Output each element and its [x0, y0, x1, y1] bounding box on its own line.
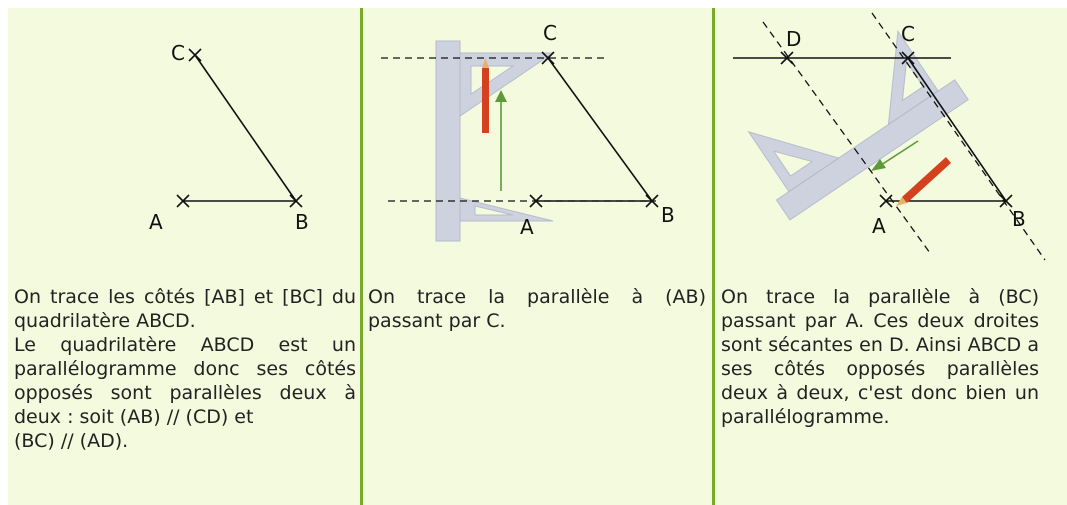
- line-bc: [871, 12, 1046, 261]
- panel-step-3: D C A B On trace la parallèle à (BC) pas…: [715, 8, 1067, 505]
- arrow-down-left-icon: [871, 159, 886, 171]
- caption-step-1: On trace les côtés [AB] et [BC] du quadr…: [14, 285, 356, 453]
- pencil-tip: [896, 197, 907, 206]
- segment-bc: [547, 57, 653, 202]
- caption-line: On trace la parallèle à (BC) passant par…: [721, 286, 1039, 428]
- label-b: B: [661, 203, 675, 227]
- label-c: C: [171, 41, 185, 65]
- ruler: [775, 79, 969, 221]
- point-a-cross: [176, 194, 190, 208]
- label-b: B: [1012, 207, 1026, 231]
- caption-line: Le quadrilatère ABCD est un parallélogra…: [14, 334, 356, 428]
- panel-step-1: C A B On trace les côtés [AB] et [BC] du…: [8, 8, 360, 505]
- pencil: [902, 157, 951, 203]
- label-a: A: [872, 214, 886, 238]
- label-b: B: [295, 210, 309, 234]
- segment-bc: [907, 57, 1007, 202]
- pencil-tip: [482, 58, 489, 68]
- set-square-assembly: [747, 29, 969, 221]
- point-b-cross: [645, 194, 659, 208]
- arrow-up-icon: [495, 90, 507, 102]
- point-a-cross: [879, 194, 893, 208]
- arrow-shaft: [880, 140, 919, 166]
- set-square-bottom: [459, 197, 554, 222]
- point-c-cross: [188, 48, 202, 62]
- point-b-cross: [999, 194, 1013, 208]
- point-d-cross: [780, 51, 794, 65]
- diagram-step-3: D C A B: [733, 12, 1046, 261]
- point-c-cross: [901, 51, 915, 65]
- caption-line: (BC) // (AD).: [14, 430, 129, 452]
- point-c-cross: [541, 51, 555, 65]
- diagram-step-2: C A B: [381, 21, 675, 242]
- caption-line: On trace les côtés [AB] et [BC] du quadr…: [14, 286, 356, 332]
- ruler: [435, 40, 461, 242]
- panel-step-2: C A B On trace la parallèle à (AB) passa…: [363, 8, 712, 505]
- caption-step-2: On trace la parallèle à (AB) passant par…: [368, 285, 706, 333]
- label-c: C: [543, 21, 557, 45]
- point-b-cross: [289, 194, 303, 208]
- pencil: [482, 68, 489, 133]
- label-c: C: [901, 22, 915, 46]
- segment-bc: [194, 54, 297, 202]
- set-square-top: [459, 52, 555, 117]
- caption-step-3: On trace la parallèle à (BC) passant par…: [721, 285, 1039, 429]
- divider: [712, 8, 715, 505]
- label-a: A: [149, 210, 163, 234]
- divider: [360, 8, 363, 505]
- point-a-cross: [529, 194, 543, 208]
- label-d: D: [786, 27, 801, 51]
- caption-line: On trace la parallèle à (AB) passant par…: [368, 286, 706, 332]
- diagram-step-1: C A B: [149, 41, 309, 234]
- set-square-left: [747, 131, 840, 193]
- label-a: A: [520, 215, 534, 239]
